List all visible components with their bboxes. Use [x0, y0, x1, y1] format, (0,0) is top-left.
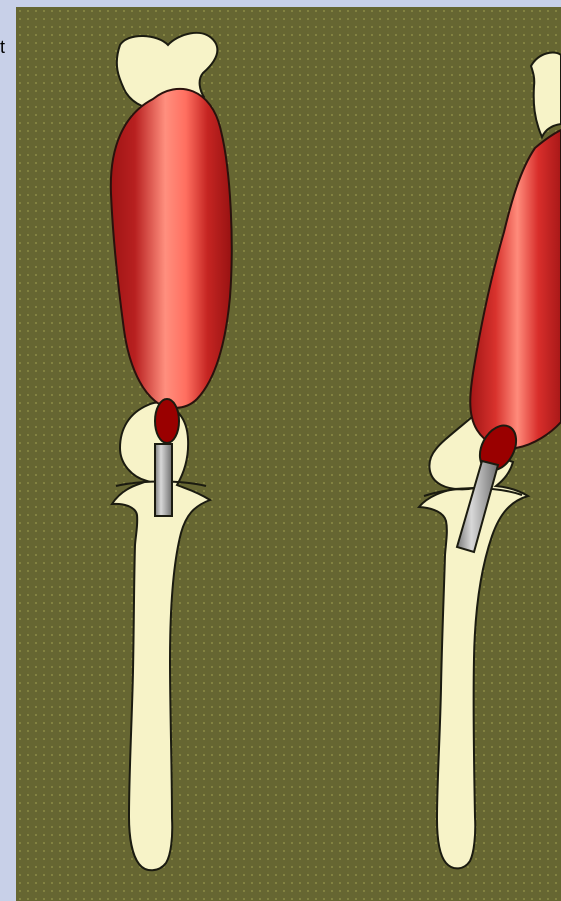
left-limb [111, 33, 232, 870]
right-joint-bone [419, 407, 528, 868]
edge-text: t [0, 38, 5, 56]
illustration-stage [16, 7, 561, 901]
left-metal-connector [155, 444, 172, 516]
limb-illustration-svg [16, 7, 561, 901]
right-limb [419, 53, 561, 869]
right-upper-bone-tip [531, 53, 561, 137]
left-muscle [111, 89, 232, 408]
right-muscle [470, 130, 561, 448]
left-tendon-end [155, 399, 179, 443]
